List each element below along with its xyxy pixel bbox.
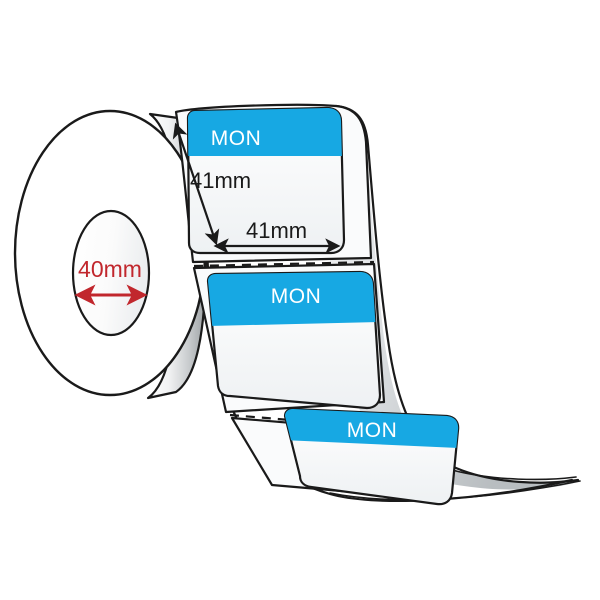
label-1: MON 41mm 41mm bbox=[172, 103, 373, 264]
label-2-day-text: MON bbox=[271, 285, 322, 308]
dim-height-value: 41mm bbox=[190, 168, 251, 193]
label-roll-body bbox=[13, 109, 208, 400]
core-diameter-value: 40mm bbox=[78, 256, 142, 282]
perforation-1 bbox=[193, 260, 375, 268]
label-1-day-text: MON bbox=[211, 127, 262, 150]
core-diameter-callout: 40mm bbox=[74, 256, 148, 306]
label-3-day-text: MON bbox=[347, 419, 398, 442]
dim-height-arrow bbox=[172, 122, 220, 246]
strip-tail-fold bbox=[451, 469, 577, 481]
label-3-day-band bbox=[285, 409, 459, 448]
label-3: MON bbox=[230, 407, 460, 506]
label-2: MON bbox=[192, 262, 386, 414]
label-2-day-band bbox=[208, 272, 380, 326]
dim-width-value: 41mm bbox=[246, 218, 307, 243]
strip-outer-edge bbox=[334, 104, 580, 484]
label-1-day-band bbox=[188, 108, 344, 156]
